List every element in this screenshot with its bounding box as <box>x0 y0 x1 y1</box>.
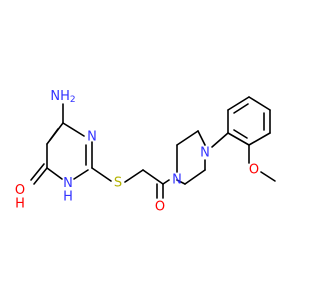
bond-s-ch2 <box>124 169 144 183</box>
piperazine-nitrogen-1-label: N <box>172 173 182 188</box>
bond-o-ch3 <box>260 171 276 182</box>
bond-c6-n1 <box>62 122 85 137</box>
bond-ph-3 <box>248 96 271 111</box>
bond-c6-c5-double <box>49 128 59 141</box>
hydroxyl-hydrogen-label: H <box>15 197 25 212</box>
carbonyl-oxygen-label: O <box>155 200 165 215</box>
ring-nitrogen-n1-label: N <box>87 130 97 145</box>
ring-nitrogen-nh-hydrogen-label: H <box>63 190 73 205</box>
bond-ph-2 <box>227 96 250 111</box>
methoxy-oxygen-label: O <box>249 163 259 178</box>
sulfur-label: S <box>114 176 122 191</box>
bond-nh-c2 <box>73 169 89 180</box>
chemical-structure-diagram: NH2 N N H O H S O N N O <box>15 89 276 215</box>
bond-lines <box>30 96 276 199</box>
bond-ph-6 <box>227 132 250 146</box>
bond-pip-2 <box>176 130 199 146</box>
bond-ph-5 <box>248 132 271 146</box>
bond-c4-nh <box>46 167 63 180</box>
hydroxyl-oh-label: O <box>15 183 25 198</box>
bond-ph-double-3 <box>233 129 248 139</box>
bond-c2-s <box>91 167 112 182</box>
piperazine-nitrogen-2-label: N <box>200 146 210 161</box>
bond-npip-phenyl <box>211 132 229 148</box>
atom-labels: NH2 N N H O H S O N N O <box>15 89 259 215</box>
bond-pip-3 <box>197 130 206 146</box>
bond-ch2-c <box>142 169 164 185</box>
bond-ph-double-1 <box>233 103 249 114</box>
bond-c4-o-double <box>30 163 45 181</box>
bond-pip-5 <box>184 169 206 185</box>
bond-c-npip <box>162 179 170 185</box>
amine-nh2-label: NH2 <box>50 89 75 105</box>
bond-c4-o <box>33 167 48 185</box>
bond-pip-6 <box>176 179 186 185</box>
ring-nitrogen-nh-label: N <box>63 176 73 191</box>
